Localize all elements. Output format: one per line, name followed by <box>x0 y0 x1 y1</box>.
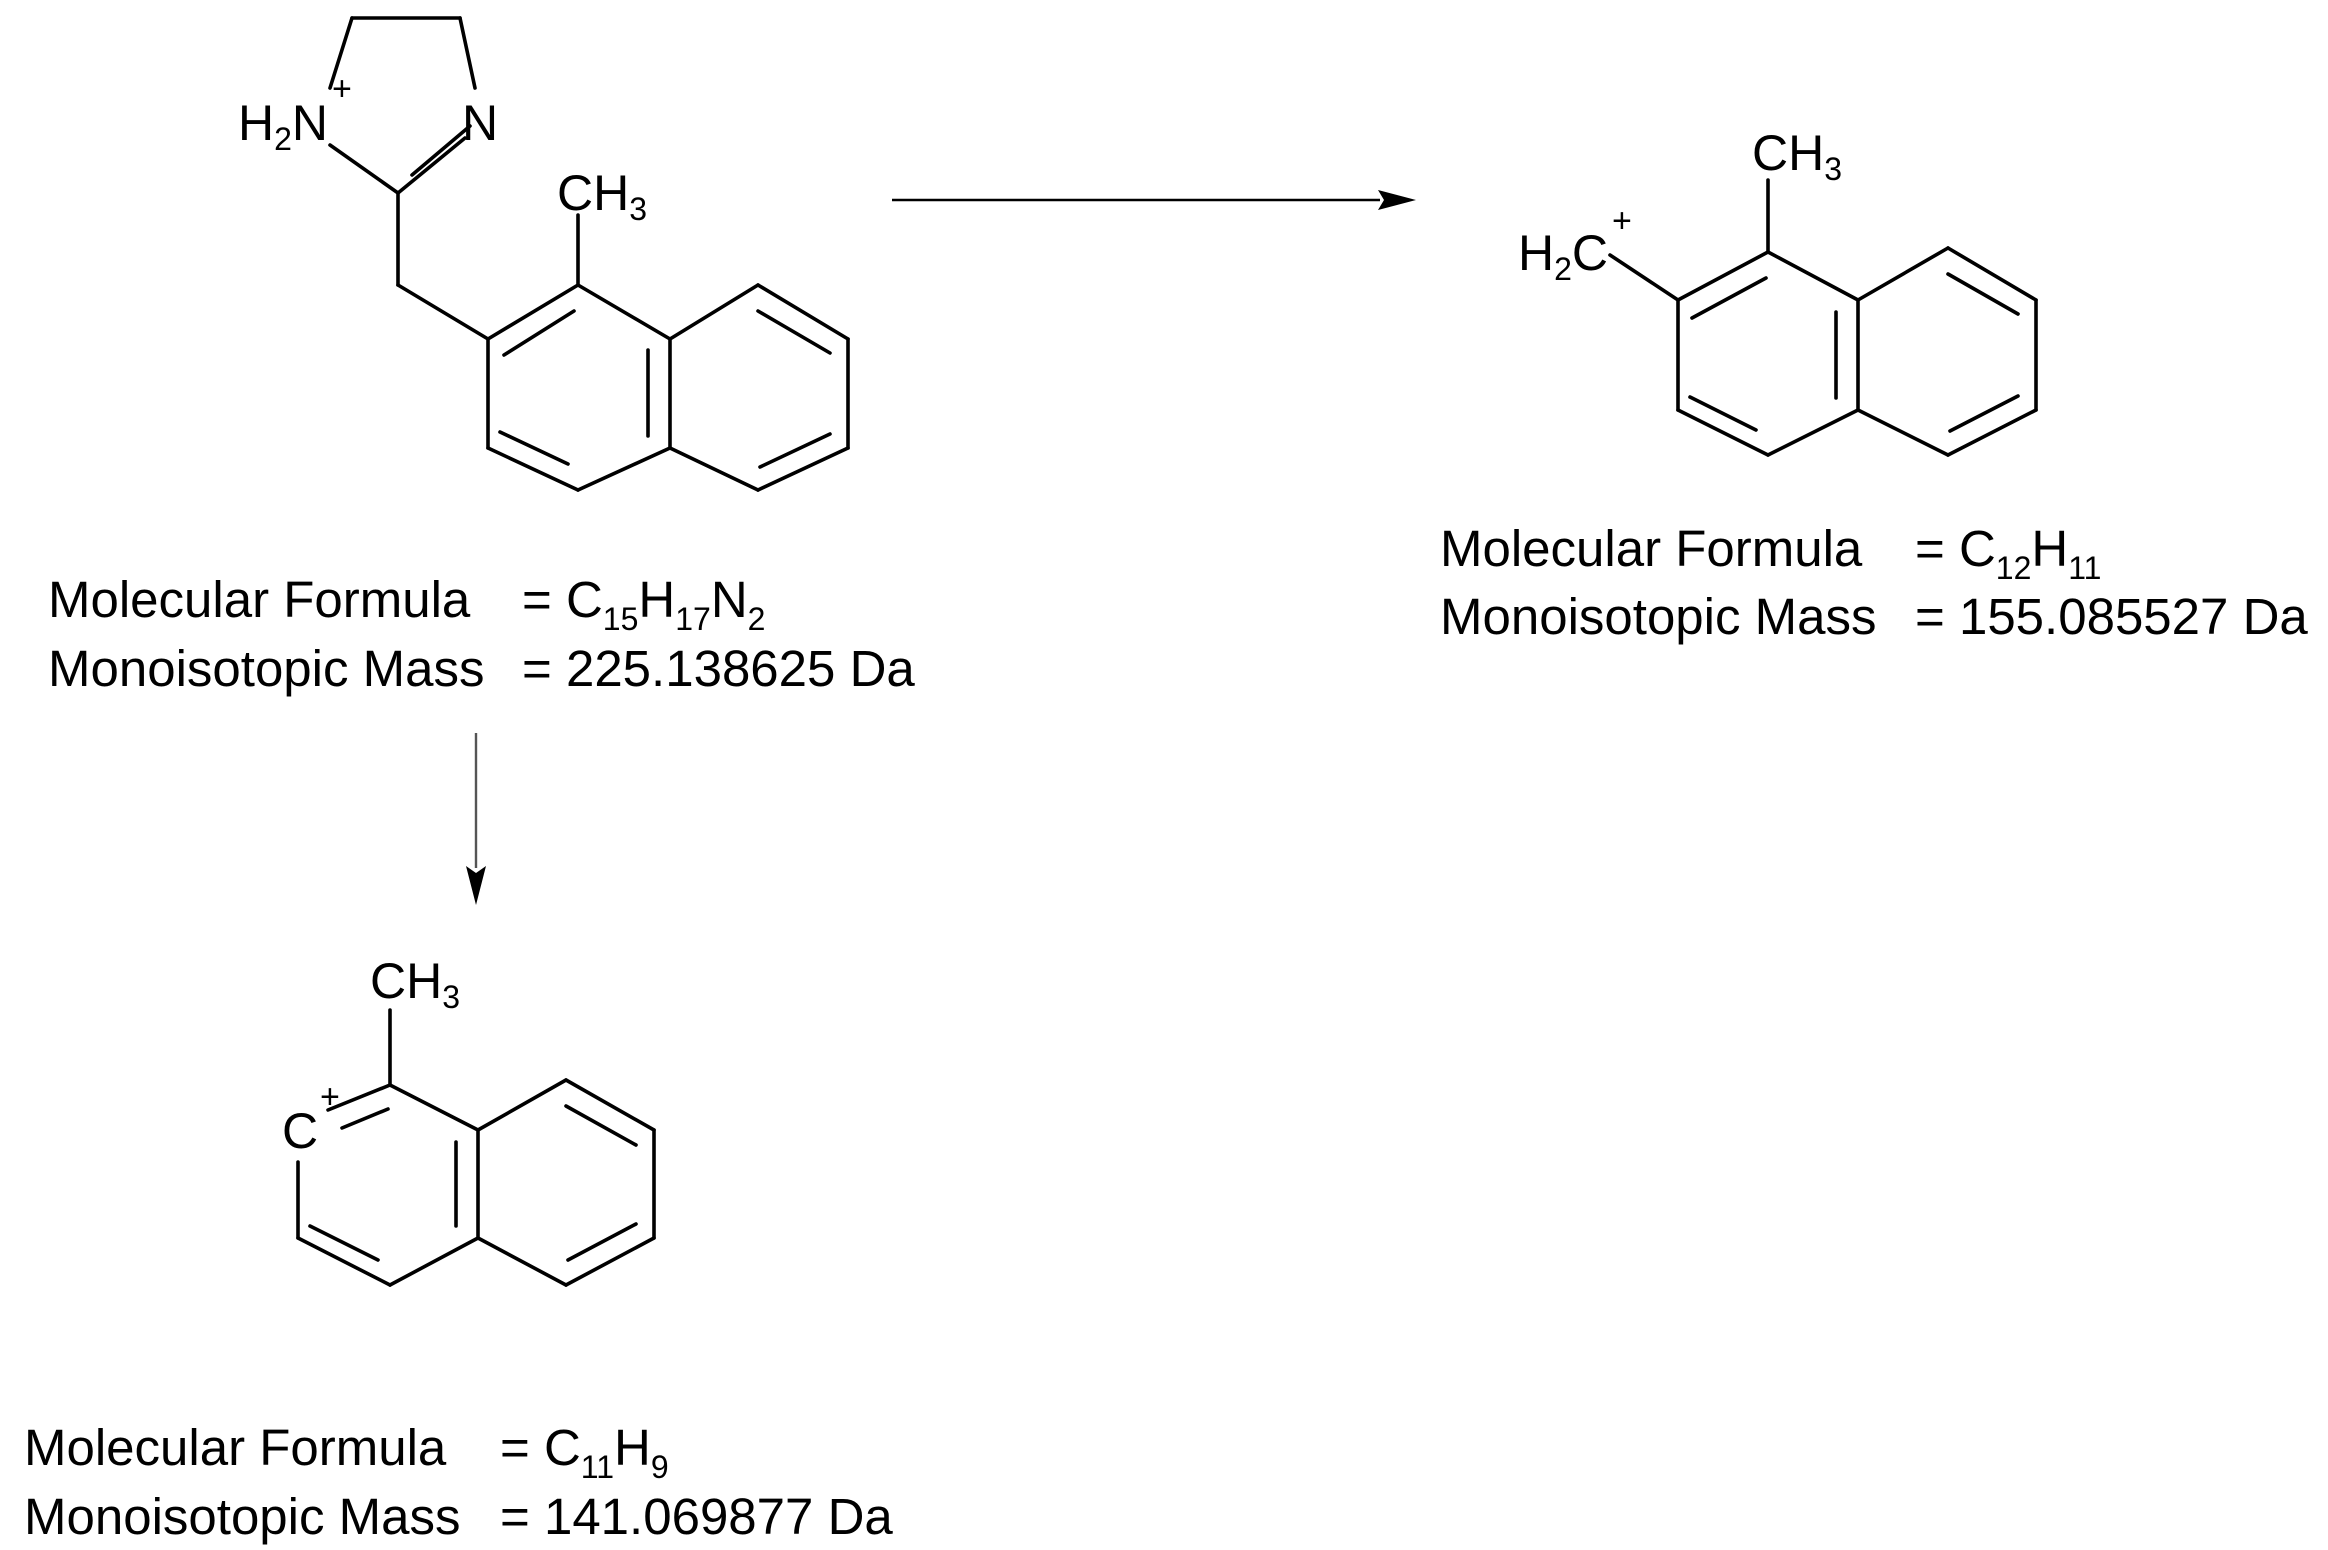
formula-label: Molecular Formula <box>24 1419 447 1476</box>
formula-label: Molecular Formula <box>1440 520 1863 577</box>
formula-value: = C15H17N2 <box>522 571 765 637</box>
mass-label: Monoisotopic Mass <box>48 640 485 697</box>
positive-charge-icon: + <box>320 1078 340 1116</box>
positive-charge-icon: + <box>1612 202 1632 240</box>
ch2-plus-label: H2C <box>1518 225 1608 287</box>
mass-label: Monoisotopic Mass <box>1440 588 1877 645</box>
naphthalene-ring <box>1676 246 2038 457</box>
naphthalene-ring <box>486 283 850 492</box>
right-arrow <box>892 190 1416 210</box>
compound-parent-info: Molecular Formula = C15H17N2 Monoisotopi… <box>48 571 915 697</box>
carbocation-label: C <box>282 1103 318 1159</box>
methyl-label: CH3 <box>557 165 647 227</box>
methylene-bridge <box>396 191 490 341</box>
positive-charge-icon: + <box>332 70 352 108</box>
nh2-plus-label: H2N <box>238 95 328 157</box>
ch2-bond <box>1608 253 1680 302</box>
imine-n-label: N <box>462 95 498 151</box>
methyl-label: CH3 <box>370 953 460 1015</box>
down-arrow <box>466 733 486 905</box>
compound-fragment-b-structure: CH3 C + <box>282 953 656 1287</box>
formula-value: = C12H11 <box>1915 520 2101 586</box>
mass-label: Monoisotopic Mass <box>24 1488 461 1545</box>
methyl-label: CH3 <box>1752 125 1842 187</box>
compound-fragment-a-info: Molecular Formula = C12H11 Monoisotopic … <box>1440 520 2308 645</box>
compound-parent-structure: H2N + N CH3 <box>238 16 850 492</box>
mass-value: = 155.085527 Da <box>1915 588 2308 645</box>
compound-fragment-a-structure: CH3 H2C + <box>1518 125 2038 457</box>
formula-label: Molecular Formula <box>48 571 471 628</box>
naphthalene-ring <box>296 1078 656 1287</box>
mass-value: = 141.069877 Da <box>500 1488 893 1545</box>
mass-value: = 225.138625 Da <box>522 640 915 697</box>
compound-fragment-b-info: Molecular Formula = C11H9 Monoisotopic M… <box>24 1419 893 1545</box>
imidazoline-ring <box>328 16 477 195</box>
formula-value: = C11H9 <box>500 1419 669 1485</box>
